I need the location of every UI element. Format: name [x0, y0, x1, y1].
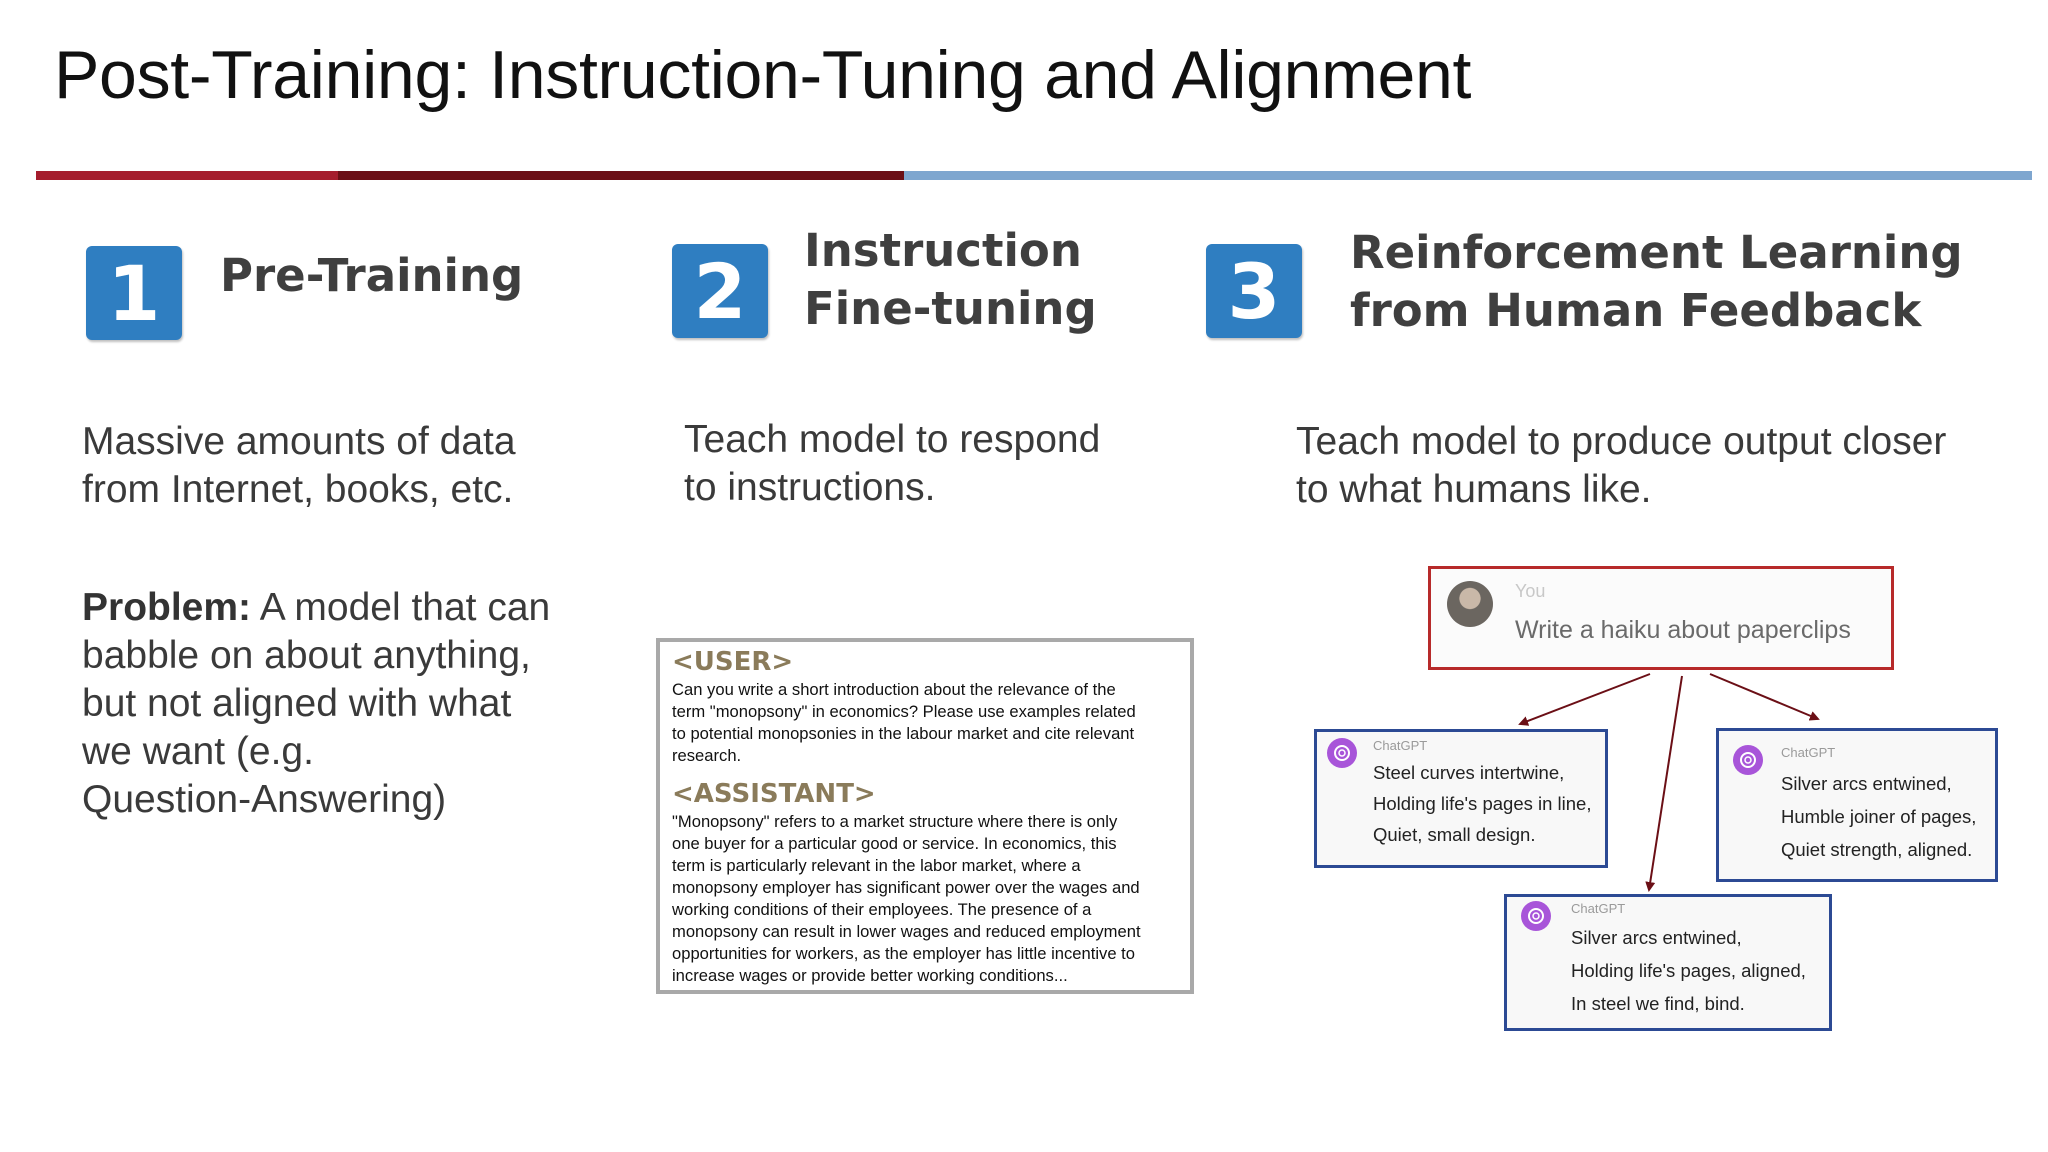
assistant-line: "Monopsony" refers to a market structure…: [672, 812, 1118, 831]
user-avatar-icon: [1447, 581, 1493, 627]
haiku-prompt-box: You Write a haiku about paperclips: [1428, 566, 1894, 670]
arrow-to-response-3: [1645, 675, 1683, 892]
user-line: to potential monopsonies in the labour m…: [672, 724, 1135, 743]
assistant-line: opportunities for workers, as the employ…: [672, 944, 1136, 963]
title-rule-blue: [904, 171, 2032, 180]
step-2-description: Teach model to respond to instructions.: [684, 416, 1100, 512]
openai-logo-icon: [1733, 745, 1763, 775]
response-line: Holding life's pages in line,: [1373, 793, 1592, 814]
response-label: ChatGPT: [1571, 901, 1626, 916]
arrow-to-response-1: [1518, 673, 1651, 726]
user-tag: <USER>: [672, 647, 794, 677]
problem-statement: Problem: A model that can babble on abou…: [82, 584, 550, 824]
assistant-line: working conditions of their employees. T…: [672, 900, 1092, 919]
problem-line: babble on about anything,: [82, 634, 531, 677]
assistant-line: term is particularly relevant in the lab…: [672, 856, 1081, 875]
step-1-title-line: Pre-Training: [220, 249, 524, 302]
openai-logo-icon: [1327, 738, 1357, 768]
step-3-title-line: Reinforcement Learning: [1350, 226, 1963, 279]
step-1-badge: 1: [86, 246, 182, 340]
openai-logo-icon: [1521, 901, 1551, 931]
step-3-title: Reinforcement Learning from Human Feedba…: [1350, 224, 1963, 340]
assistant-line: increase wages or provide better working…: [672, 966, 1068, 985]
step-3-desc-line: Teach model to produce output closer: [1296, 420, 1947, 463]
step-1-title: Pre-Training: [220, 247, 523, 305]
step-2-title-line: Instruction: [804, 224, 1082, 277]
response-line: Holding life's pages, aligned,: [1571, 960, 1806, 981]
user-line: Can you write a short introduction about…: [672, 680, 1116, 699]
step-3-desc-line: to what humans like.: [1296, 468, 1652, 511]
step-2-title-line: Fine-tuning: [804, 282, 1097, 335]
response-card-1: ChatGPT Steel curves intertwine, Holding…: [1314, 729, 1608, 868]
response-label: ChatGPT: [1373, 738, 1428, 753]
problem-line: but not aligned with what: [82, 682, 512, 725]
assistant-tag: <ASSISTANT>: [672, 779, 876, 809]
problem-line: Question-Answering): [82, 778, 447, 821]
response-line: In steel we find, bind.: [1571, 993, 1745, 1014]
step-1-desc-line: from Internet, books, etc.: [82, 468, 514, 511]
step-1-description: Massive amounts of data from Internet, b…: [82, 418, 516, 514]
assistant-line: monopsony can result in lower wages and …: [672, 922, 1141, 941]
title-rule-red: [36, 171, 338, 180]
step-2-title: Instruction Fine-tuning: [804, 222, 1097, 338]
user-message: Can you write a short introduction about…: [672, 679, 1178, 767]
assistant-line: monopsony employer has significant power…: [672, 878, 1140, 897]
user-line: research.: [672, 746, 742, 765]
response-line: Humble joiner of pages,: [1781, 806, 1977, 827]
problem-line: we want (e.g.: [82, 730, 314, 773]
step-3-title-line: from Human Feedback: [1350, 284, 1922, 337]
assistant-message: "Monopsony" refers to a market structure…: [672, 811, 1178, 987]
step-1-desc-line: Massive amounts of data: [82, 420, 516, 463]
step-3-badge: 3: [1206, 244, 1302, 338]
problem-label: Problem:: [82, 586, 252, 629]
response-line: Quiet, small design.: [1373, 824, 1536, 845]
arrow-to-response-2: [1709, 673, 1820, 721]
response-card-2: ChatGPT Silver arcs entwined, Humble joi…: [1716, 728, 1998, 882]
prompt-user-label: You: [1515, 581, 1546, 601]
response-line: Silver arcs entwined,: [1571, 927, 1742, 948]
title-rule-dark: [338, 171, 904, 180]
step-2-desc-line: Teach model to respond: [684, 418, 1101, 461]
slide-title: Post-Training: Instruction-Tuning and Al…: [54, 37, 1472, 113]
step-2-badge: 2: [672, 244, 768, 338]
assistant-line: one buyer for a particular good or servi…: [672, 834, 1117, 853]
response-card-3: ChatGPT Silver arcs entwined, Holding li…: [1504, 894, 1832, 1031]
response-label: ChatGPT: [1781, 745, 1836, 760]
step-3-description: Teach model to produce output closer to …: [1296, 418, 1946, 514]
prompt-text: Write a haiku about paperclips: [1515, 616, 1851, 644]
response-line: Steel curves intertwine,: [1373, 762, 1565, 783]
instruction-example-box: <USER> Can you write a short introductio…: [656, 638, 1194, 994]
problem-line: A model that can: [251, 586, 551, 629]
response-line: Silver arcs entwined,: [1781, 773, 1952, 794]
user-line: term "monopsony" in economics? Please us…: [672, 702, 1136, 721]
response-line: Quiet strength, aligned.: [1781, 839, 1973, 860]
step-2-desc-line: to instructions.: [684, 466, 936, 509]
